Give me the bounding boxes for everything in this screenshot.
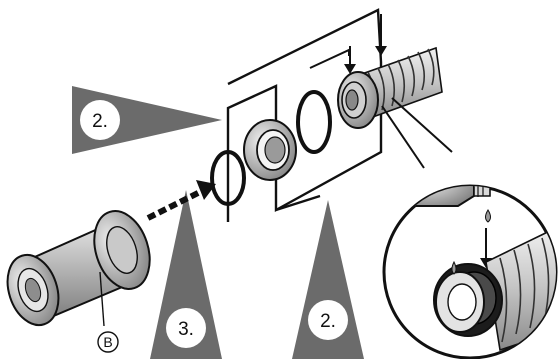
wall-fitting: [337, 71, 379, 129]
step-label-left: 2.: [92, 111, 108, 132]
step-badge-bottom-right: 2.: [308, 300, 348, 340]
part-b-leader: [99, 271, 105, 327]
o-ring-upper: [296, 90, 332, 154]
zoom-line-b: [391, 97, 453, 153]
zoom-detail: [382, 184, 558, 359]
o-ring-lower: [210, 150, 246, 206]
step-badge-left: 2.: [80, 100, 120, 140]
insert-arrow: [146, 180, 216, 221]
step-label-bottom-left: 3.: [178, 319, 194, 340]
part-b-label: B: [103, 334, 112, 350]
step-label-bottom-right: 2.: [320, 311, 336, 332]
o-ring-upper-inner: [301, 95, 327, 149]
pointer-bottom-left: [150, 190, 222, 359]
part-b-badge: [97, 331, 119, 353]
sleeve-part-b: [6, 210, 151, 327]
wall-panel-edge: [275, 194, 321, 212]
wall-panel-inner: [309, 48, 350, 69]
step-badge-bottom-left: 3.: [166, 308, 206, 348]
down-arrow-pair: [344, 14, 387, 74]
washer: [243, 119, 297, 181]
zoom-line-a: [381, 105, 425, 169]
wall-panel-outline: [226, 8, 383, 222]
